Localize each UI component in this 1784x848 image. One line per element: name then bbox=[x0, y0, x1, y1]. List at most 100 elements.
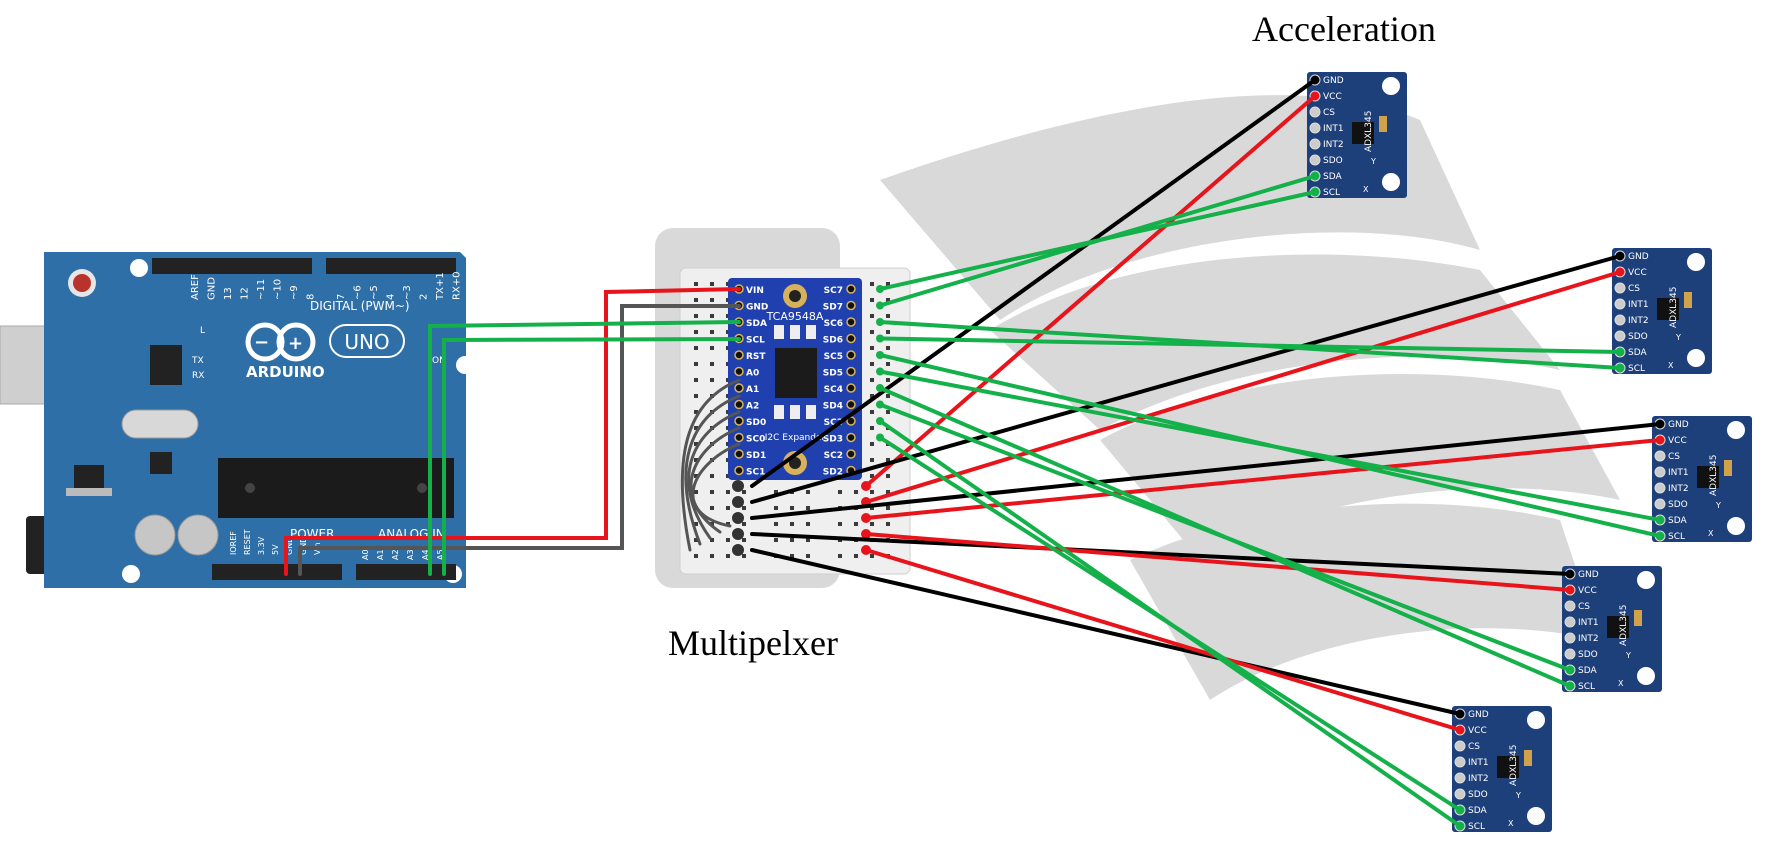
wire-sensor-scl bbox=[878, 386, 1572, 688]
sensor-pin-label: SDO bbox=[1668, 500, 1688, 510]
acceleration-label: Acceleration bbox=[1252, 9, 1436, 49]
digital-pin-label: 8 bbox=[306, 294, 317, 300]
wire-sensor-vcc bbox=[864, 270, 1622, 504]
sensor-pin bbox=[1614, 282, 1626, 294]
sensor-pin bbox=[1614, 298, 1626, 310]
digital-pin-label: ~6 bbox=[353, 285, 364, 300]
jumper-wire bbox=[687, 410, 741, 540]
mux-pin-right bbox=[846, 284, 856, 294]
breadboard-hole bbox=[870, 410, 874, 414]
mux-pin-label-left: SCL bbox=[746, 336, 765, 346]
digital-pin-label: ~10 bbox=[273, 279, 284, 300]
breadboard-hole bbox=[886, 458, 890, 462]
gnd-rail-node bbox=[732, 544, 744, 556]
mux-pin-label-right: SD6 bbox=[823, 336, 843, 346]
sensor-pin-label: VCC bbox=[1323, 92, 1342, 102]
mux-pin-label-left: SD1 bbox=[746, 451, 766, 461]
breadboard-hole bbox=[870, 282, 874, 286]
sensor-pin-label: CS bbox=[1323, 108, 1335, 118]
sensor-axis-x: X bbox=[1508, 819, 1514, 828]
breadboard-hole bbox=[870, 442, 874, 446]
wire-sensor-scl bbox=[878, 190, 1317, 291]
breadboard-hole bbox=[742, 490, 746, 494]
sda-node bbox=[876, 433, 884, 442]
digital-pin-label: ~9 bbox=[289, 285, 300, 300]
sensor-axis-y: Y bbox=[1515, 791, 1521, 800]
breadboard-hole bbox=[710, 330, 714, 334]
mux-pin-label-left: SC1 bbox=[746, 468, 765, 478]
breadboard-hole bbox=[694, 378, 698, 382]
sensor-pin-label: INT1 bbox=[1468, 758, 1489, 768]
board-model-label: UNO bbox=[344, 330, 389, 354]
analog-pin-label: A5 bbox=[436, 549, 445, 560]
sensor-pin-label: CS bbox=[1468, 742, 1480, 752]
mux-pin-right bbox=[846, 432, 856, 443]
power-pin-label: GND bbox=[299, 537, 308, 555]
scl-node bbox=[876, 417, 884, 425]
breadboard-hole bbox=[838, 554, 842, 558]
breadboard-hole bbox=[694, 474, 698, 478]
breadboard-hole bbox=[726, 506, 730, 510]
digital-pin-label: ~3 bbox=[402, 285, 413, 300]
breadboard-hole bbox=[838, 490, 842, 494]
breadboard-hole bbox=[694, 426, 698, 430]
adxl345-sensors: ADXL345XYGNDVCCCSINT1INT2SDOSDASCLADXL34… bbox=[1307, 72, 1752, 832]
wire-vin bbox=[284, 287, 741, 576]
digital-header-label: DIGITAL (PWM~) bbox=[310, 299, 410, 313]
mux-pin-right bbox=[846, 317, 856, 327]
mux-pin-label-left: A1 bbox=[746, 385, 759, 395]
breadboard-hole bbox=[726, 554, 730, 558]
sensor-pin-label: CS bbox=[1578, 602, 1590, 612]
breadboard-hole bbox=[806, 490, 810, 494]
sensor-pin-label: INT1 bbox=[1628, 300, 1649, 310]
breadboard-hole bbox=[694, 298, 698, 302]
breadboard-hole bbox=[854, 554, 858, 558]
mux-pin-left bbox=[734, 465, 744, 476]
mux-pin-label-right: SC2 bbox=[824, 451, 843, 461]
mux-pin-label-left: A0 bbox=[746, 369, 759, 379]
mux-pin-label-right: SD7 bbox=[823, 303, 843, 313]
mux-pin-left bbox=[734, 350, 744, 360]
breadboard-hole bbox=[806, 554, 810, 558]
breadboard-hole bbox=[694, 554, 698, 558]
sensor-pin-label: GND bbox=[1668, 420, 1689, 430]
reset-button bbox=[73, 274, 91, 292]
sensor-axis-x: X bbox=[1618, 679, 1624, 688]
breadboard-hole bbox=[694, 522, 698, 526]
mount-hole bbox=[456, 356, 474, 374]
analog-pin-label: A2 bbox=[391, 549, 400, 560]
sensor-model-label: ADXL345 bbox=[1364, 111, 1374, 152]
digital-pin-label: ~5 bbox=[369, 285, 380, 300]
wire-gnd bbox=[298, 304, 741, 576]
breadboard-hole bbox=[870, 506, 874, 510]
breadboard-hole bbox=[870, 298, 874, 302]
sensor-pin bbox=[1564, 600, 1576, 612]
digital-pin-label: 13 bbox=[223, 287, 234, 300]
sensor-pin-label: GND bbox=[1323, 76, 1344, 86]
breadboard-hole bbox=[886, 474, 890, 478]
mux-pin-label-left: SDA bbox=[746, 319, 767, 329]
power-pin-label: 5V bbox=[271, 544, 280, 555]
sensor-pin-label: INT2 bbox=[1578, 634, 1599, 644]
breadboard-hole bbox=[694, 282, 698, 286]
sensor-axis-y: Y bbox=[1715, 501, 1721, 510]
digital-pin-label: 12 bbox=[240, 287, 251, 300]
sensor-model-label: ADXL345 bbox=[1669, 287, 1679, 328]
digital-pin-label: 2 bbox=[419, 294, 430, 300]
breadboard-hole bbox=[694, 490, 698, 494]
power-pin-label: GND bbox=[285, 537, 294, 555]
sensor-axis-x: X bbox=[1668, 361, 1674, 370]
mux-pin-label-right: SD2 bbox=[823, 468, 843, 478]
scl-node bbox=[876, 318, 884, 326]
mux-pin-left bbox=[734, 449, 744, 459]
sensor-model-label: ADXL345 bbox=[1619, 605, 1629, 646]
scl-node bbox=[876, 285, 884, 293]
breadboard-hole bbox=[886, 282, 890, 286]
breadboard-hole bbox=[886, 410, 890, 414]
sensor-pin-label: INT2 bbox=[1468, 774, 1489, 784]
breadboard-hole bbox=[742, 506, 746, 510]
breadboard-hole bbox=[742, 538, 746, 542]
sensor-pin-label: INT1 bbox=[1323, 124, 1344, 134]
gnd-rail-node bbox=[732, 480, 744, 492]
